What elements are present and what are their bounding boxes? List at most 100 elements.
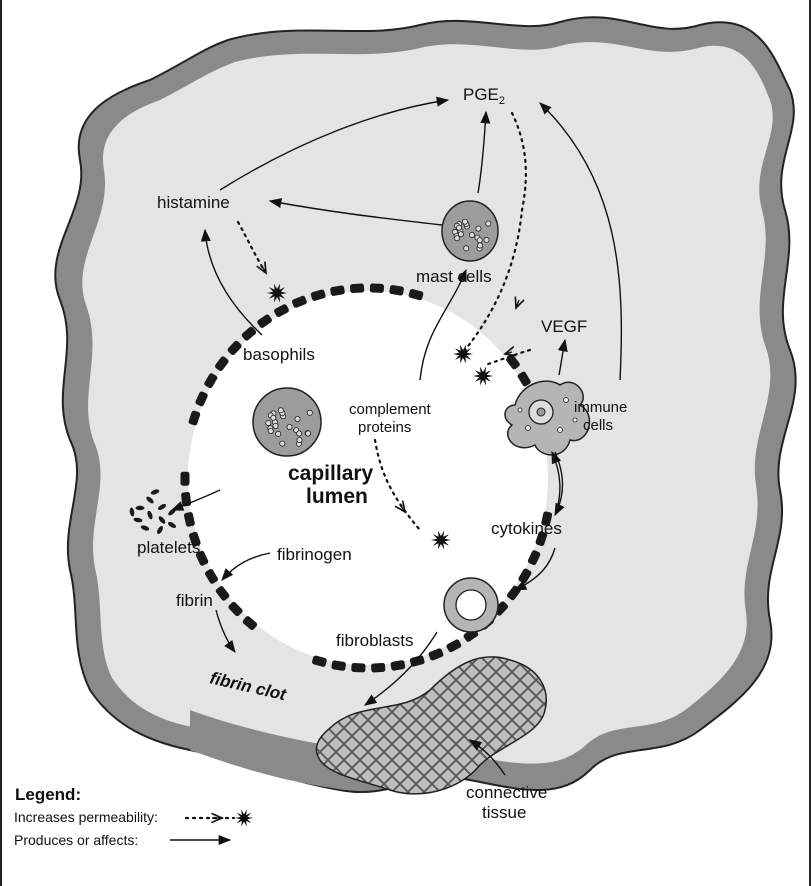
arrow-cytokines-fibroblasts — [513, 547, 556, 591]
endothelial-cell — [183, 512, 195, 527]
endothelial-cell — [349, 283, 365, 294]
endothelial-cell — [527, 550, 541, 566]
immune-cell — [504, 380, 591, 456]
granule — [483, 236, 490, 243]
granule — [279, 440, 286, 447]
label-pge2: PGE2 — [463, 85, 505, 107]
endothelial-cell — [310, 289, 326, 301]
endothelial-cell — [242, 616, 258, 631]
endothelial-cell — [330, 285, 345, 296]
label-platelets: platelets — [137, 538, 200, 557]
platelet — [133, 517, 143, 523]
platelet — [157, 525, 163, 535]
legend-title: Legend: — [15, 785, 81, 804]
endothelial-cell — [517, 371, 531, 387]
endothelial-cell — [188, 531, 201, 547]
label-immune-1: immune — [574, 399, 627, 416]
legend-starburst-icon — [235, 809, 253, 827]
label-histamine: histamine — [157, 193, 230, 212]
label-fibrinogen: fibrinogen — [277, 545, 352, 564]
arrow-connective-label — [468, 739, 506, 776]
granule — [305, 430, 312, 437]
platelet — [158, 516, 166, 524]
label-mast-cells: mast cells — [416, 267, 492, 286]
granule — [296, 430, 303, 437]
arrow-immune-vegf — [557, 338, 568, 376]
label-complement-1: complement — [349, 401, 432, 418]
granule — [270, 414, 277, 421]
endothelial-cell — [214, 356, 229, 371]
granule — [267, 427, 274, 434]
endothelial-cell — [204, 373, 218, 389]
arrow-cytokines-immune-up — [551, 450, 562, 516]
granule — [476, 242, 483, 249]
platelet — [157, 504, 167, 510]
arrow-basophils-histamine — [200, 228, 263, 336]
granule — [463, 245, 470, 252]
granule — [265, 420, 272, 427]
endothelial-cell — [408, 288, 424, 301]
platelet — [150, 489, 160, 495]
arrow-fibrinogen-fibrin — [221, 552, 271, 581]
granule — [476, 237, 483, 244]
platelet — [167, 522, 177, 528]
endothelial-cell — [541, 511, 553, 527]
label-lumen: lumen — [306, 485, 368, 508]
granule — [294, 415, 301, 422]
endothelial-cell — [389, 285, 404, 296]
endothelial-cell — [227, 340, 242, 356]
connective-tissue — [315, 656, 547, 795]
endothelial-cell — [195, 550, 209, 566]
platelet — [146, 496, 154, 504]
endothelial-cell — [215, 586, 230, 601]
permeability-starburst-icon — [267, 283, 287, 303]
label-connective-1: connective — [466, 783, 547, 802]
label-complement-2: proteins — [358, 419, 411, 436]
label-connective-2: tissue — [482, 803, 526, 822]
dotted-vegf-wall — [483, 348, 532, 367]
granule — [275, 430, 282, 437]
label-vegf: VEGF — [541, 317, 587, 336]
granule — [453, 235, 460, 242]
endothelial-cell — [351, 662, 366, 673]
platelet — [140, 525, 150, 531]
legend-produces-label: Produces or affects: — [14, 832, 138, 848]
label-basophils: basophils — [243, 345, 315, 364]
arrow-fibrin-clot — [215, 609, 236, 654]
arrow-lumen-platelets — [170, 489, 221, 511]
arrow-immune-pge2 — [539, 102, 623, 381]
dotted-pge2-wall — [463, 111, 527, 352]
label-capillary: capillary — [288, 462, 374, 485]
endothelial-cell — [369, 283, 384, 293]
granule — [457, 231, 464, 238]
label-cytokines: cytokines — [491, 519, 562, 538]
endothelial-cell — [331, 660, 346, 671]
fibroblast-cell — [443, 577, 499, 633]
permeability-starburst-icon — [473, 366, 493, 386]
capillary-lumen — [188, 291, 548, 665]
arrow-fibroblasts-connective — [363, 631, 438, 706]
granule — [272, 422, 279, 429]
granule — [475, 225, 482, 232]
granule — [461, 218, 468, 225]
permeability-arrows — [236, 111, 532, 532]
endothelial-cell — [428, 648, 444, 661]
platelet — [129, 507, 135, 517]
label-immune-2: cells — [583, 417, 613, 434]
endothelial-cell — [228, 601, 243, 617]
platelet — [147, 510, 153, 520]
permeability-starburst-icon — [431, 530, 451, 550]
fibrin-clot-band — [190, 710, 345, 790]
endothelial-cell — [188, 410, 201, 426]
produces-arrows — [170, 96, 623, 776]
endothelial-cell — [195, 391, 208, 407]
endothelial-cell — [535, 531, 548, 547]
granule — [277, 407, 284, 414]
arrow-mast-pge2 — [477, 110, 491, 194]
endothelial-cell — [390, 660, 406, 671]
permeability-starburst-icon — [453, 344, 473, 364]
arrow-complement-mast — [419, 268, 467, 381]
legend: Legend: Increases permeability: Produces… — [14, 785, 253, 848]
arrow-mast-histamine — [268, 198, 443, 226]
